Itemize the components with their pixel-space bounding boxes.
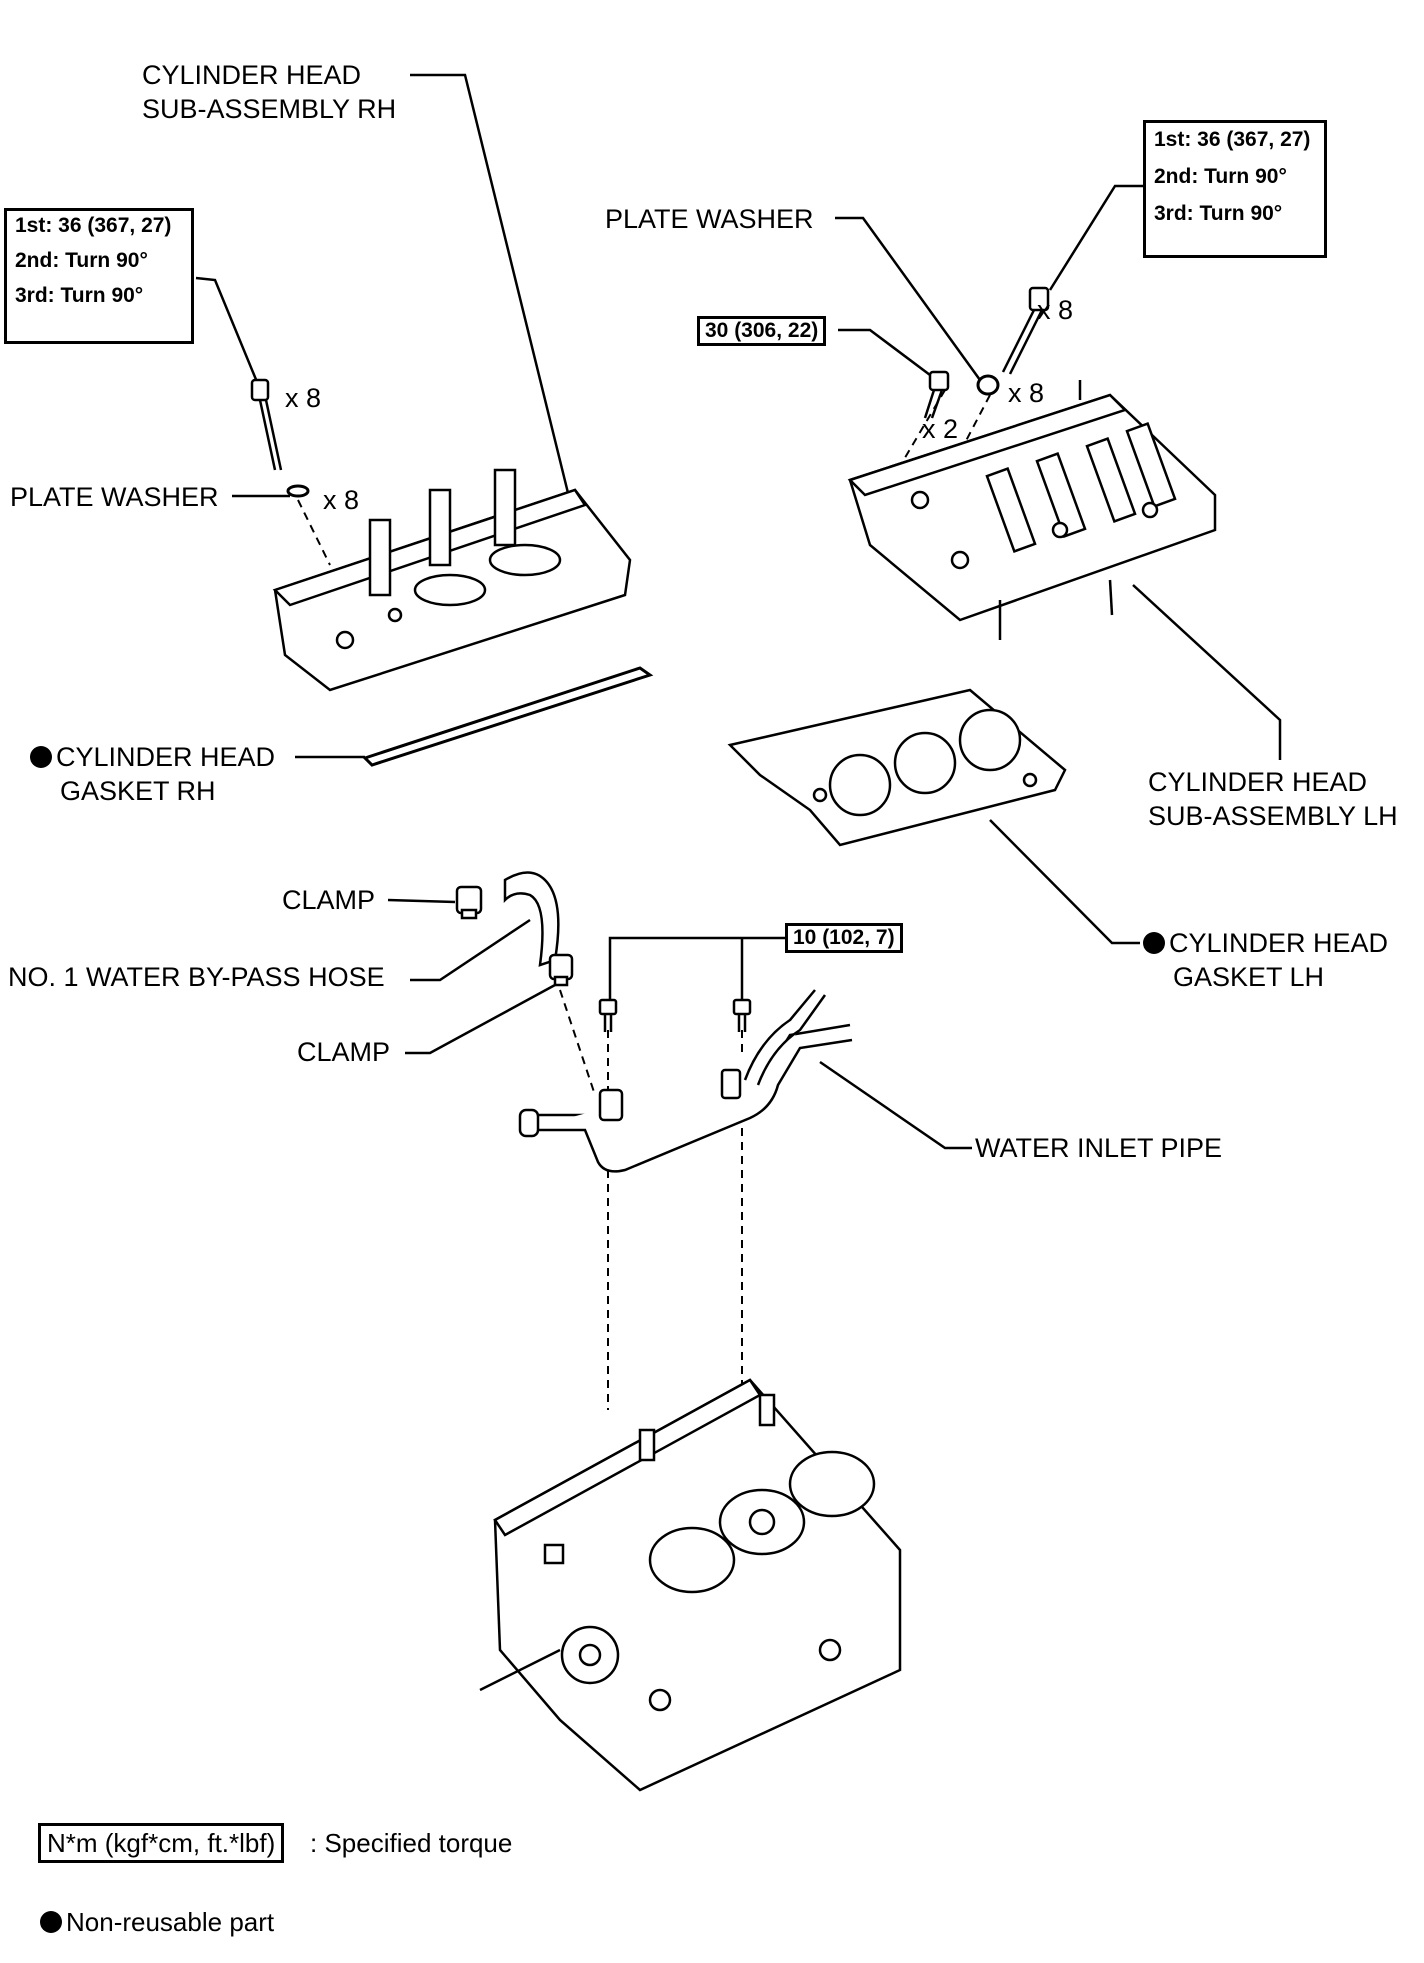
right-plate-washer [976,374,1000,396]
label-clamp-top: CLAMP [282,885,376,915]
clamp-bottom [548,953,574,987]
label-clamp-bottom: CLAMP [297,1037,391,1067]
label-plate-washer-right: PLATE WASHER [605,204,814,234]
qty-left-washer: x 8 [323,485,360,515]
left-head-bolt [250,378,283,471]
no1-water-bypass-hose [503,871,560,967]
leader-inlet-pipe [819,1060,972,1150]
cylinder-head-rh [272,468,632,692]
legend-torque-box: N*m (kgf*cm, ft.*lbf) [38,1823,285,1863]
leader-right-box [1048,184,1143,291]
leader-head-lh [1132,584,1282,760]
qty-small-bolt: x 2 [922,414,959,444]
leader-washer-right [835,216,982,381]
right-head-bolt [1001,286,1050,375]
legend-non-reusable: Non-reusable part [40,1905,274,1939]
cylinder-block [479,1378,902,1792]
leader-clamp-top [387,898,456,904]
qty-left-bolt: x 8 [285,383,322,413]
leader-pipe-bolts [608,936,790,1000]
label-water-inlet-pipe: WATER INLET PIPE [975,1133,1223,1163]
torque-tag-pipe-bolts: 10 (102, 7) [785,923,903,953]
cylinder-head-lh [847,380,1217,640]
leader-small-bolt [838,328,931,376]
legend-torque-text: : Specified torque [310,1828,513,1858]
leader-head-rh [410,73,570,494]
label-plate-washer-left: PLATE WASHER [10,482,219,512]
label-cylinder-head-gasket-lh: CYLINDER HEAD GASKET LH [1143,926,1388,994]
pipe-bolt-left [598,998,618,1032]
leader-clamp-bottom [405,983,556,1055]
non-reusable-dot-icon [1143,932,1165,954]
left-plate-washer [286,484,310,498]
non-reusable-dot-icon [40,1911,62,1933]
qty-right-bolt: x 8 [1037,295,1074,325]
clamp-top [455,885,483,920]
leader-gasket-lh [989,819,1140,945]
water-inlet-pipe [518,989,853,1173]
non-reusable-dot-icon [30,746,52,768]
label-cylinder-head-gasket-rh: CYLINDER HEAD GASKET RH [30,740,275,808]
leader-bypass [410,918,531,982]
pipe-bolt-right [732,998,752,1032]
torque-tag-small-bolt: 30 (306, 22) [697,316,827,346]
small-bolt [923,370,950,419]
label-no1-water-bypass-hose: NO. 1 WATER BY-PASS HOSE [8,962,385,992]
qty-right-washer: x 8 [1008,378,1045,408]
cylinder-head-gasket-lh [727,688,1067,847]
torque-box-left: 1st: 36 (367, 27) 2nd: Turn 90° 3rd: Tur… [4,208,194,344]
cylinder-head-gasket-rh [362,666,654,767]
leader-left-box [195,276,259,383]
torque-box-right: 1st: 36 (367, 27) 2nd: Turn 90° 3rd: Tur… [1143,120,1327,258]
